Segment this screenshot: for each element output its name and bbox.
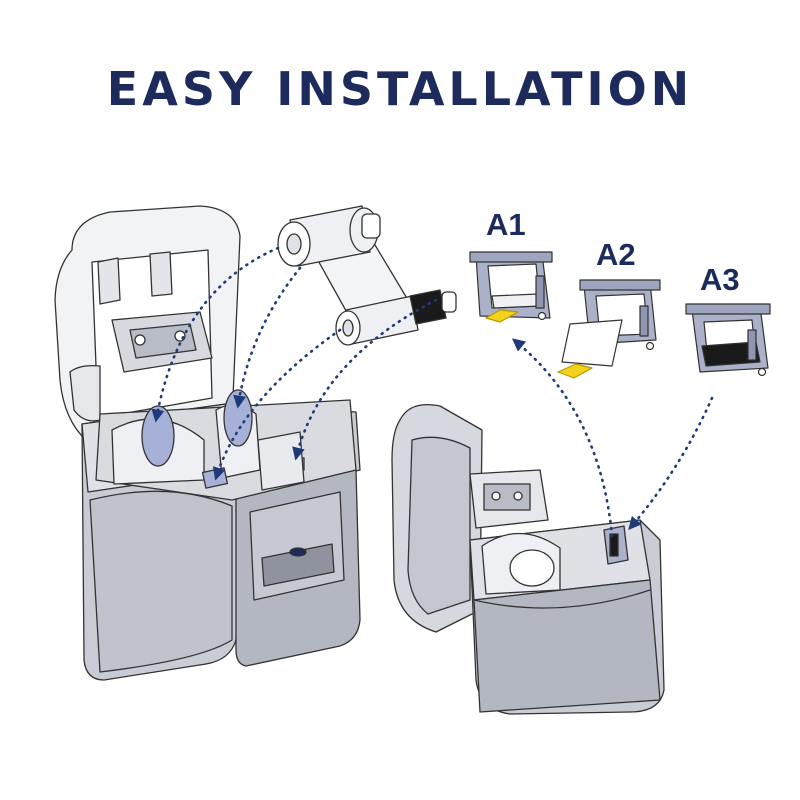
arrow-takeup-to-printer [212, 328, 342, 481]
arrow-printer-to-a1 [511, 338, 614, 538]
page-title: EASY INSTALLATION [106, 62, 694, 116]
ribbon-roll-icon [277, 205, 457, 346]
right-printer-open-icon [391, 403, 665, 715]
arrow-core-to-holder [233, 266, 302, 409]
cartridge-a1-icon [469, 251, 553, 323]
left-printer-open-icon [54, 205, 361, 681]
cartridge-a3-icon [685, 303, 771, 377]
step-label-a2: A2 [596, 237, 636, 272]
step-label-a1: A1 [486, 207, 526, 242]
arrow-a3-to-printer [628, 396, 714, 530]
arrow-supply-to-printer [151, 246, 280, 423]
step-label-a3: A3 [700, 262, 740, 297]
cartridge-a2-icon [557, 279, 661, 379]
dotted-arrows [151, 246, 714, 538]
